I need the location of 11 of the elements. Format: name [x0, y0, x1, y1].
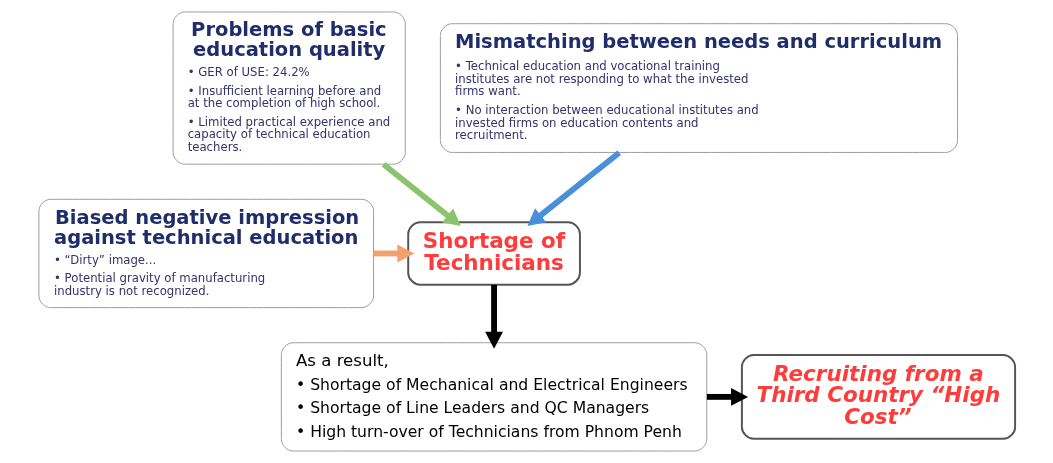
- arrow: [373, 244, 414, 263]
- node-box: Shortage of Technicians: [406, 221, 581, 286]
- node-box: As a result, • Shortage of Mechanical and Electrical Engineers • Shortage of Line Leaders and QC Managers • High turn-over of Technicians from Phnom Penh: [280, 342, 707, 452]
- arrow: [526, 150, 621, 226]
- node-box: Biased negative impression against technical education • “Dirty” image... • Potential gravity of manufacturing industry is not recognized.: [37, 198, 374, 309]
- node-box: Mismatching between needs and curriculum • Technical education and vocational training institutes are not responding to what the invested firms want. • No interaction between educational institutes and invested firms on education contents and recruitment.: [439, 23, 958, 153]
- node-box: Recruiting from a Third Country “High Cost”: [740, 353, 1016, 440]
- arrow: [706, 387, 748, 406]
- node-box: Problems of basic education quality • GER of USE: 24.2% • Insufficient learning before and at the completion of high school. • Limited practical experience and capacity of technical education teachers.: [172, 11, 406, 165]
- arrow: [484, 284, 503, 349]
- arrow: [381, 162, 461, 226]
